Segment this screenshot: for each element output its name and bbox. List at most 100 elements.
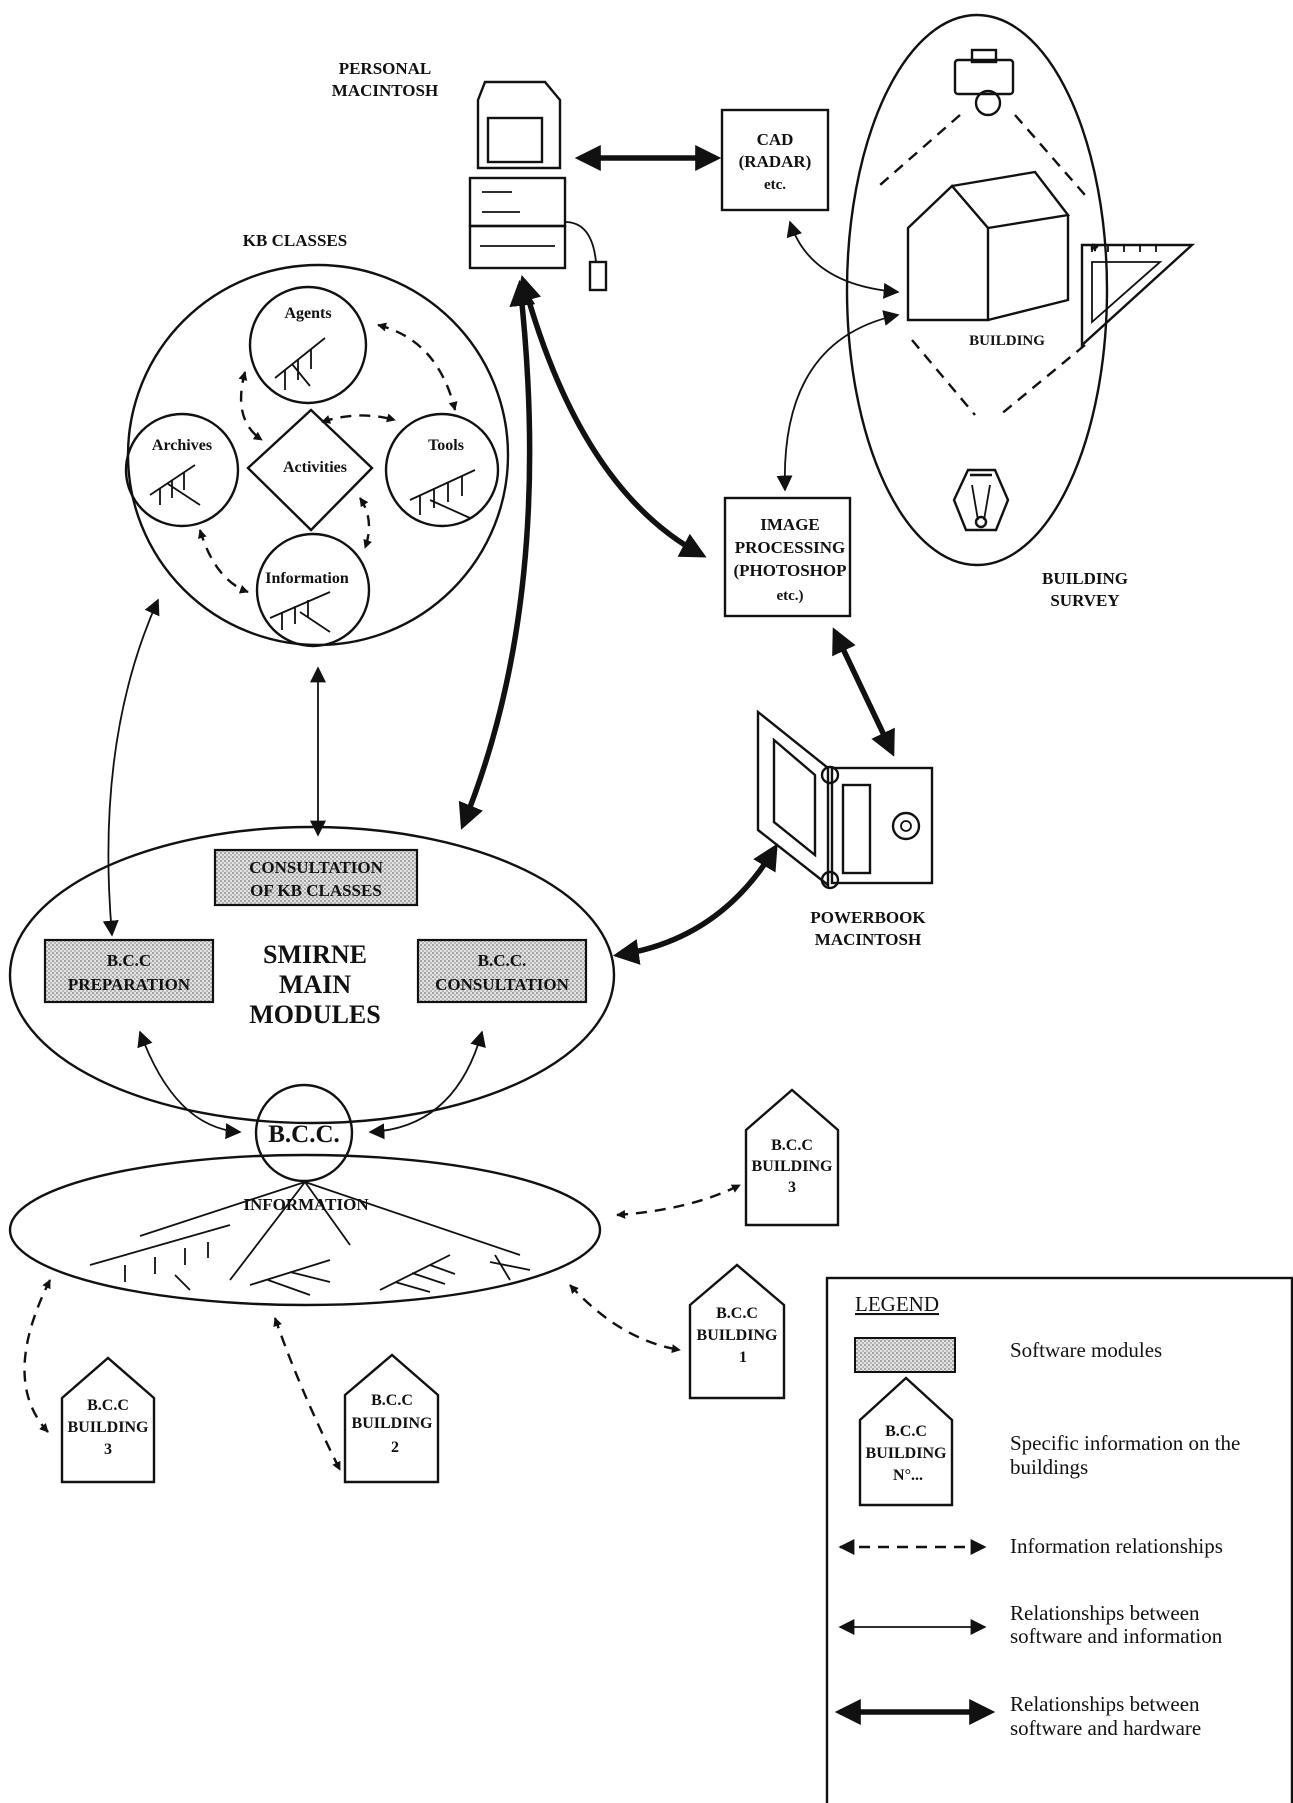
building-left-label-2: BUILDING [68,1419,149,1436]
smirne-title-1: SMIRNE [263,940,367,969]
bcc-consultation-label-1: B.C.C. [478,951,527,970]
legend-building-label-2: BUILDING [866,1445,947,1462]
legend-specific-info-label-1: Specific information on the [1010,1431,1240,1455]
information-node: Information [255,532,371,648]
information-building-right-dashed-arrow [569,1284,681,1354]
desktop-computer-icon [468,80,608,292]
bcc-consultation-label-2: CONSULTATION [435,975,570,994]
consultation-bcc-arrow [368,1030,486,1140]
powerbook-label-1: POWERBOOK [810,908,926,927]
building-survey-label-2: SURVEY [1050,591,1119,610]
legend-box [825,1276,1293,1803]
bcc-center-label: B.C.C. [268,1121,340,1148]
tools-node: Tools [384,412,500,528]
building-middle-label-1: B.C.C [371,1392,413,1409]
archives-label: Archives [152,437,212,454]
information-building-top-right-dashed-arrow [616,1183,741,1219]
smirne-title-3: MODULES [249,1000,380,1029]
building-right-label-1: B.C.C [716,1305,758,1322]
legend-building-icon: B.C.C BUILDING N°... [858,1376,954,1507]
building-card-left: B.C.C BUILDING 3 [60,1356,156,1484]
building-top-right-label-2: BUILDING [752,1158,833,1175]
building-right-label-3: 1 [739,1349,747,1366]
kb-preparation-arrow [102,598,160,937]
tools-label: Tools [428,437,464,454]
information-label: Information [265,570,349,587]
building-left-label-3: 3 [104,1441,112,1458]
building-label: BUILDING [969,333,1045,349]
processing-label: PROCESSING [735,538,846,557]
activities-label: Activities [283,459,347,476]
activities-tools-dashed-arrow [321,413,396,424]
legend-sw-hw-label-2: software and hardware [1010,1716,1201,1740]
agents-node: Agents [248,285,368,405]
photoshop-label: (PHOTOSHOP [733,561,846,580]
information-tree-icon [89,1181,531,1296]
information-ellipse [8,1153,602,1307]
consultation-kb-label-2: OF KB CLASSES [250,881,382,900]
legend-software-modules-label: Software modules [1010,1338,1162,1362]
tools-tree-icon [409,469,476,519]
bcc-center-circle [254,1083,354,1183]
cad-radar-label: (RADAR) [739,152,812,171]
building-top-right-label-3: 3 [788,1179,796,1196]
bcc-preparation-label-1: B.C.C [107,951,151,970]
surveyor-instrument-icon [952,468,1010,532]
laptop-icon [756,709,934,890]
survey-dashed-line-2 [1014,114,1086,196]
legend-sw-info-label-2: software and information [1010,1624,1223,1648]
legend-sw-hw-label-1: Relationships between [1010,1692,1200,1716]
agents-label: Agents [284,305,331,322]
camera-icon [953,48,1015,117]
legend: LEGEND Software modules B.C.C BUILDING N… [825,1276,1293,1803]
building-middle-label-3: 2 [391,1439,399,1456]
building-card-right: B.C.C BUILDING 1 [688,1263,786,1400]
set-square-triangle-icon [1080,243,1196,348]
agents-tree-icon [274,337,326,390]
powerbook-macintosh: POWERBOOK MACINTOSH [756,709,934,949]
building-right-label-2: BUILDING [697,1327,778,1344]
powerbook-smirne-hw-arrow [612,843,778,965]
image-powerbook-hw-arrow [832,627,895,757]
activities-information-dashed-arrow [359,497,372,549]
agents-tools-dashed-arrow [377,322,458,411]
building-left-label-1: B.C.C [87,1397,129,1414]
building-survey-label-1: BUILDING [1042,569,1128,588]
preparation-bcc-arrow [137,1030,242,1140]
information-building-left-dashed-arrow [23,1279,52,1433]
image-building-arrow [776,310,900,492]
building-card-middle: B.C.C BUILDING 2 [343,1353,440,1484]
legend-building-label-1: B.C.C [885,1423,927,1440]
personal-mac-label-2: MACINTOSH [332,81,438,100]
legend-software-module-swatch [854,1337,956,1373]
activities-node: Activities [246,408,374,532]
legend-title: LEGEND [855,1292,939,1316]
cad-label: CAD [757,130,794,149]
information-ellipse-label: INFORMATION [243,1195,369,1214]
archives-information-dashed-arrow [198,529,249,594]
information-tree-icon [269,591,331,633]
building-top-right-label-1: B.C.C [771,1137,813,1154]
mac-image-hw-arrow [515,274,707,558]
kb-classes-label: KB CLASSES [243,231,347,250]
image-label: IMAGE [760,515,820,534]
smirne-title-2: MAIN [279,970,351,999]
cad-building-arrow [786,220,900,299]
cad-etc-label: etc. [764,177,786,193]
kb-classes-circle [126,263,510,647]
archives-tree-icon [149,464,201,506]
legend-building-label-3: N°... [893,1467,923,1484]
information-building-middle-dashed-arrow [273,1317,342,1471]
bcc-preparation-module [43,938,215,1004]
cad-box: CAD (RADAR) etc. [720,108,830,212]
smirne-ellipse [8,825,616,1125]
archives-node: Archives [124,412,240,528]
image-etc-label: etc.) [776,588,803,604]
mac-smirne-hw-arrow [458,279,536,830]
agents-activities-dashed-arrow [238,371,263,441]
building-icon [906,170,1071,322]
smirne-main-modules: CONSULTATION OF KB CLASSES B.C.C PREPARA… [8,825,616,1125]
image-processing-box: IMAGE PROCESSING (PHOTOSHOP etc.) [723,496,852,618]
building-card-top-right: B.C.C BUILDING 3 [744,1088,840,1227]
